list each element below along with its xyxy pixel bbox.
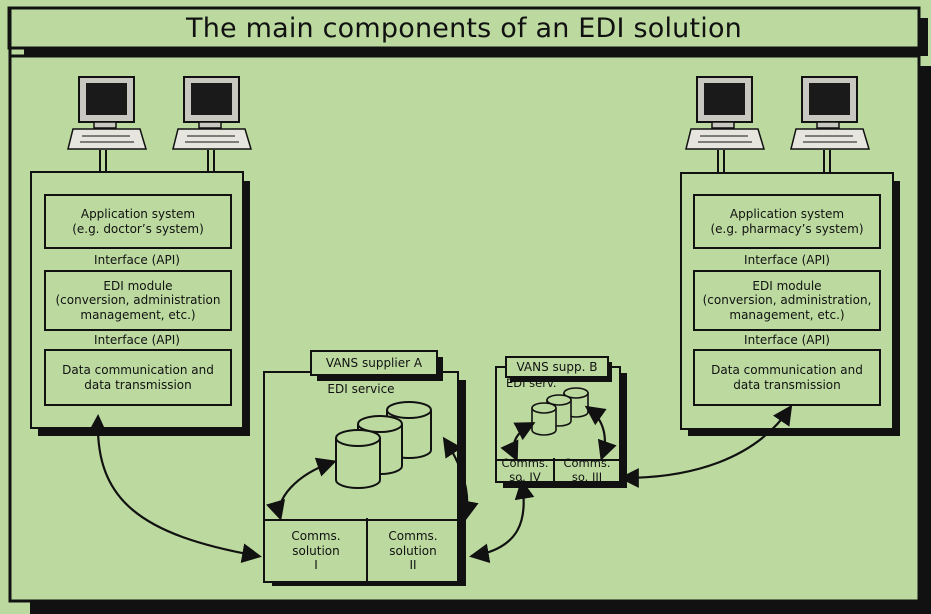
arrow-left-to-comms-i [87, 414, 262, 563]
computer-icon [685, 76, 766, 150]
comms-solution-ii-label: Comms. solution II [388, 529, 438, 573]
vans-b-header [505, 356, 609, 378]
vans-a-service-label: EDI service [327, 381, 395, 396]
left-app-label: Application system (e.g. doctor’s system… [72, 207, 204, 236]
right-interface-label: Interface (API) [744, 252, 830, 267]
right-app-label: Application system (e.g. pharmacy’s syst… [710, 207, 864, 236]
left-app-box [44, 194, 232, 249]
vans-a-header-label: VANS supplier A [325, 355, 423, 370]
computer-icon [790, 76, 871, 150]
comms-so-iv-label: Comms. so. IV [501, 456, 549, 484]
right-app-box [693, 194, 881, 249]
vans-b-header-label: VANS supp. B [516, 359, 598, 374]
right-datacomm-box [693, 349, 881, 406]
connection-arrows [87, 404, 793, 564]
arrow-db-to-comms-i [266, 457, 337, 521]
left-interface-label: Interface (API) [94, 332, 180, 347]
left-interface-label: Interface (API) [94, 252, 180, 267]
computer-icon [172, 76, 253, 150]
arrow-db-to-comms-iii [584, 405, 617, 461]
vans-b-service-label: EDI serv. [506, 376, 557, 391]
left-edi-box [44, 270, 232, 331]
comms-solution-i-label: Comms. solution I [291, 529, 341, 573]
comms-so-iii-label: Comms. so. III [563, 456, 611, 484]
arrow-comms-ii-to-iv [469, 479, 535, 564]
arrow-db-to-comms-iv [500, 422, 536, 462]
page-title: The main components of an EDI solution [186, 12, 742, 44]
database-icon [335, 429, 381, 489]
vans-a-header [310, 350, 438, 376]
left-edi-label: EDI module (conversion, administration m… [55, 278, 221, 322]
arrow-db-to-comms-ii [442, 436, 479, 521]
computer-icon [67, 76, 148, 150]
right-edi-box [693, 270, 881, 331]
left-datacomm-label: Data communication and data transmission [62, 363, 214, 392]
arrow-comms-iii-to-right [619, 404, 793, 488]
right-interface-label: Interface (API) [744, 332, 830, 347]
right-edi-label: EDI module (conversion, administration, … [702, 278, 872, 322]
title-bar [7, 6, 921, 50]
right-datacomm-label: Data communication and data transmission [711, 363, 863, 392]
database-icon [531, 402, 557, 436]
left-datacomm-box [44, 349, 232, 406]
